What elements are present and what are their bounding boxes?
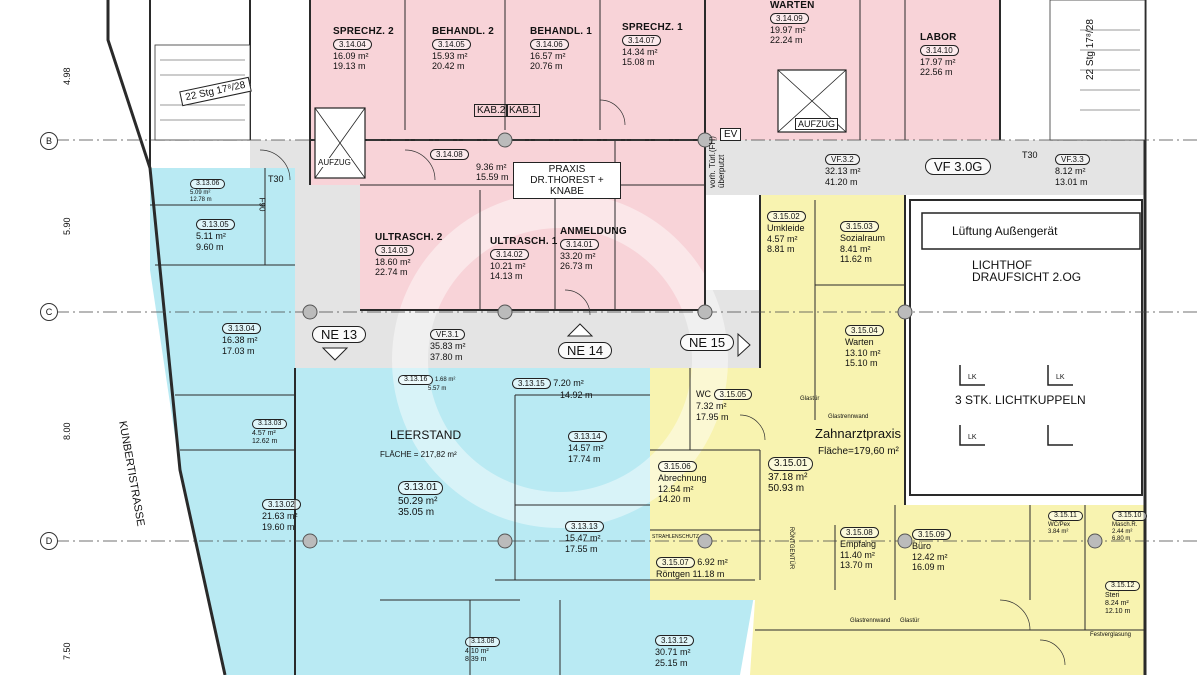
door-note: Glastür [900, 618, 920, 624]
yellow-zone [650, 195, 1145, 675]
wall-note: Glastrennwand [828, 414, 869, 420]
practice-title: PRAXIS DR.THOREST + KNABE [513, 162, 621, 199]
shaft-note: vorh. Türl.(FH) überputzt [708, 136, 726, 188]
zahnarzt-area: Fläche=179,60 m² [818, 446, 899, 457]
lichthof-sub: DRAUFSICHT 2.OG [972, 270, 1082, 284]
radiation-note: STRAHLENSCHUTZ [652, 534, 699, 540]
skylight-label: LK [968, 374, 977, 381]
zone-label-ne15: NE 15 [680, 334, 735, 351]
ev-label: EV [720, 128, 742, 141]
dimension-label: 7.50 [62, 642, 72, 660]
zone-label-ne14: NE 14 [558, 342, 613, 359]
door-rating: T30 [268, 174, 284, 184]
leerstand-title: LEERSTAND [390, 428, 462, 442]
cyan-zone [150, 168, 755, 675]
lichthof-skylights: 3 STK. LICHTKUPPELN [955, 393, 1086, 407]
fire-rating: F90 [257, 197, 267, 212]
elevator-label: AUFZUG [318, 158, 351, 167]
door-rating: T30 [1022, 150, 1038, 160]
xray-door-note: RÖNTGENTÜR [788, 526, 795, 570]
dimension-label: 5.90 [62, 217, 72, 235]
wall-note: Glastrennwand [850, 618, 891, 624]
leerstand-area: FLÄCHE = 217,82 m² [380, 450, 457, 459]
axis-marker: D [40, 532, 58, 550]
cabin-label: KAB.1 [506, 104, 541, 117]
zone-label-vf3og: VF 3.0G [925, 158, 992, 175]
skylight-label: LK [1056, 374, 1065, 381]
axis-marker: C [40, 303, 58, 321]
axis-marker: B [40, 132, 58, 150]
dimension-label: 4.98 [62, 67, 72, 85]
lichthof-box: Lüftung Außengerät [952, 224, 1058, 238]
stair-label: 22 Stg 17⁸/28 [1085, 19, 1096, 80]
glazing-note: Festverglasung [1090, 632, 1132, 638]
zone-label-ne13: NE 13 [312, 326, 367, 343]
cabin-label: KAB.2 [474, 104, 509, 117]
lichthof-title: LICHTHOF [972, 258, 1032, 272]
door-note: Glastür [800, 396, 820, 402]
elevator-label: AUFZUG [795, 118, 838, 130]
dimension-label: 8.00 [62, 422, 72, 440]
room-label: 3.14.08 [430, 148, 469, 161]
skylight-label: LK [968, 434, 977, 441]
zahnarzt-title: Zahnarztpraxis [815, 426, 901, 441]
